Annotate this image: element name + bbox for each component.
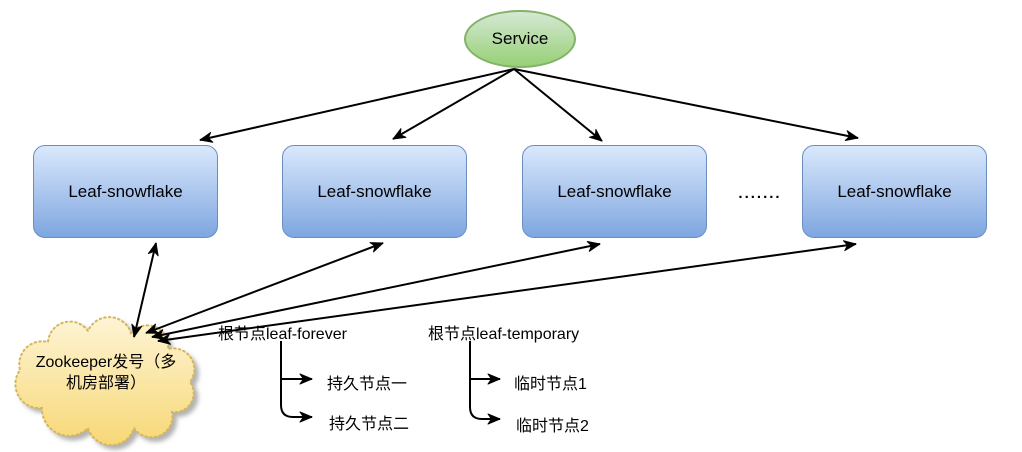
temporary-node-2-label: 临时节点2 xyxy=(516,418,589,435)
leaf-snowflake-node-4: Leaf-snowflake xyxy=(802,145,987,238)
service-to-leaf2-arrow xyxy=(392,68,515,140)
leaf-snowflake-node-3: Leaf-snowflake xyxy=(522,145,707,238)
service-to-leaf3-arrow xyxy=(513,68,603,142)
leaf-snowflake-label: Leaf-snowflake xyxy=(557,181,672,201)
service-label: Service xyxy=(491,29,549,48)
persistent-node-2-label: 持久节点二 xyxy=(329,416,410,433)
zookeeper-cloud-label-line2: 机房部署） xyxy=(65,375,146,392)
service-node: Service xyxy=(464,10,576,68)
leaf-snowflake-node-2: Leaf-snowflake xyxy=(282,145,467,238)
leaf-forever-root-label: 根节点leaf-forever xyxy=(218,326,347,343)
leaf-snowflake-label: Leaf-snowflake xyxy=(837,181,952,201)
service-to-leaf1-arrow xyxy=(199,68,515,143)
leaf-temporary-root-label: 根节点leaf-temporary xyxy=(428,326,580,343)
service-to-leaf4-arrow xyxy=(513,68,859,142)
more-nodes-ellipsis: ....... xyxy=(738,185,782,202)
leaf-snowflake-label: Leaf-snowflake xyxy=(317,181,432,201)
forever-tree-child2-connector xyxy=(280,341,313,423)
zookeeper-cloud-label: Zookeeper发号（多 机房部署） xyxy=(18,352,194,394)
leaf-snowflake-label: Leaf-snowflake xyxy=(68,181,183,201)
leaf-snowflake-node-1: Leaf-snowflake xyxy=(33,145,218,238)
leaf1-zookeeper-arrow xyxy=(131,242,159,338)
temporary-node-1-label: 临时节点1 xyxy=(514,376,587,393)
zookeeper-cloud-label-line1: Zookeeper发号（多 xyxy=(35,354,177,371)
temporary-tree-child2-connector xyxy=(469,341,501,425)
persistent-node-1-label: 持久节点一 xyxy=(327,376,408,393)
